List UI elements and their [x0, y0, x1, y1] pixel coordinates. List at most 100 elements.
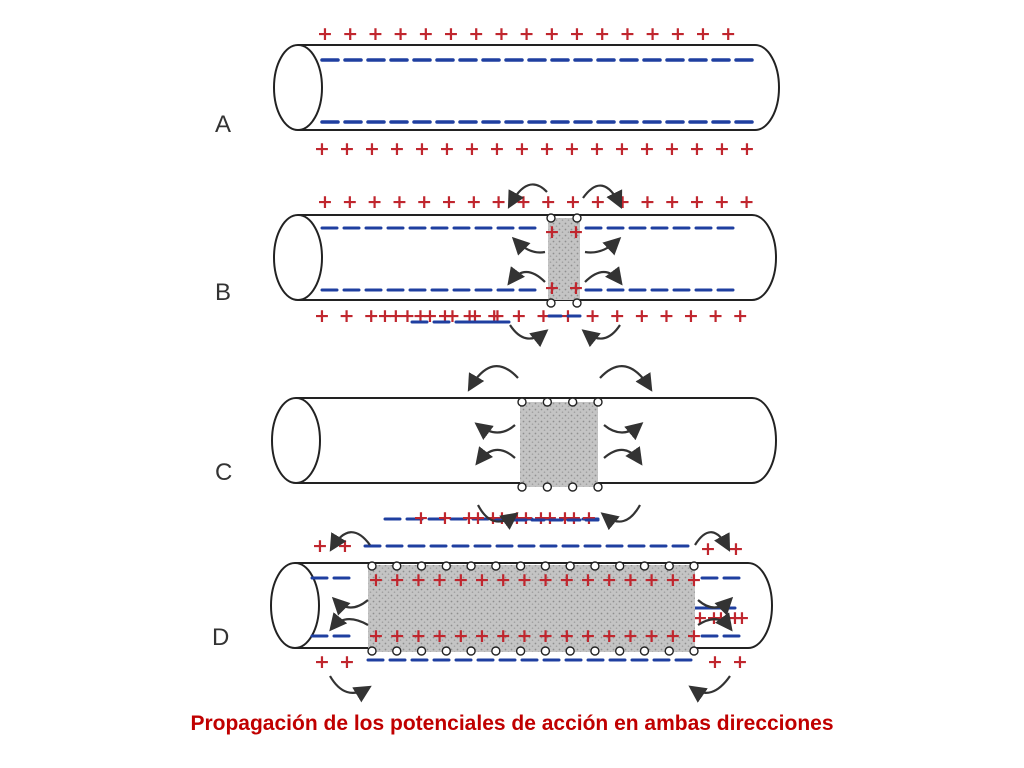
- axon-outline: [298, 214, 777, 301]
- positive-charge: +: [516, 569, 532, 591]
- positive-charge: +: [739, 138, 755, 160]
- positive-charge: +: [466, 191, 482, 213]
- positive-charge: +: [692, 607, 708, 629]
- axon-cross-section: [271, 397, 321, 484]
- positive-charge: +: [590, 191, 606, 213]
- positive-charge: +: [614, 138, 630, 160]
- positive-charge: +: [317, 23, 333, 45]
- positive-charge: +: [594, 23, 610, 45]
- positive-charge: +: [686, 625, 702, 647]
- current-arrow: [329, 612, 369, 632]
- depolarized-region: [368, 565, 695, 652]
- positive-charge: +: [689, 138, 705, 160]
- ion-channel-marker: [614, 646, 625, 656]
- ion-channel-marker: [664, 561, 674, 571]
- positive-charge: +: [732, 651, 748, 673]
- positive-charge: +: [441, 191, 457, 213]
- positive-charge: +: [689, 191, 705, 213]
- ion-channel-marker: [572, 213, 582, 223]
- positive-charge: +: [706, 607, 722, 629]
- positive-charge: +: [410, 625, 426, 647]
- positive-charge: +: [645, 23, 661, 45]
- ion-channel-marker: [542, 397, 553, 407]
- positive-charge: +: [363, 305, 379, 327]
- positive-charge: +: [686, 569, 702, 591]
- ion-channel-marker: [540, 561, 551, 571]
- current-arrow: [467, 365, 519, 392]
- current-arrow: [507, 183, 548, 209]
- ion-channel-marker: [572, 298, 582, 308]
- positive-charge: +: [432, 625, 448, 647]
- positive-charge: +: [439, 138, 455, 160]
- positive-charge: +: [707, 651, 723, 673]
- positive-charge: +: [389, 625, 405, 647]
- ion-channel-marker: [689, 646, 699, 656]
- axon-outline: [296, 397, 777, 484]
- current-arrow: [507, 266, 546, 286]
- positive-charge: +: [494, 507, 510, 529]
- positive-charge: +: [714, 191, 730, 213]
- positive-charge: +: [559, 569, 575, 591]
- positive-charge: +: [535, 305, 551, 327]
- positive-charge: +: [437, 507, 453, 529]
- positive-charge: +: [314, 138, 330, 160]
- panel-d-axon: ++++++++++++++++++++++++++++++++++++++++: [270, 531, 773, 703]
- current-arrow: [582, 184, 623, 209]
- positive-charge: +: [695, 23, 711, 45]
- current-arrow: [697, 612, 733, 632]
- ion-channel-marker: [567, 482, 578, 492]
- depolarized-region: [520, 402, 598, 487]
- positive-charge: +: [339, 138, 355, 160]
- positive-charge: +: [664, 191, 680, 213]
- positive-charge: +: [519, 23, 535, 45]
- positive-charge: +: [389, 138, 405, 160]
- positive-charge: +: [367, 23, 383, 45]
- positive-charge: +: [485, 507, 501, 529]
- positive-charge: +: [410, 569, 426, 591]
- positive-charge: +: [732, 305, 748, 327]
- ion-channel-marker: [614, 561, 625, 571]
- positive-charge: +: [489, 138, 505, 160]
- ion-channel-marker: [517, 482, 527, 492]
- current-arrow: [599, 365, 653, 392]
- ion-channel-marker: [546, 298, 556, 308]
- positive-charge: +: [416, 191, 432, 213]
- current-arrow: [603, 446, 643, 466]
- current-arrow: [477, 504, 519, 530]
- ion-channel-marker: [565, 646, 575, 656]
- positive-charge: +: [619, 23, 635, 45]
- positive-charge: +: [342, 23, 358, 45]
- positive-charge: +: [700, 538, 716, 560]
- positive-charge: +: [377, 305, 393, 327]
- positive-charge: +: [470, 507, 486, 529]
- ion-channel-marker: [664, 646, 674, 656]
- panel-a-axon: +++++++++++++++++++++++++++++++++++: [273, 23, 780, 160]
- positive-charge: +: [566, 507, 582, 529]
- positive-charge: +: [708, 305, 724, 327]
- positive-charge: +: [664, 138, 680, 160]
- positive-charge: +: [720, 23, 736, 45]
- current-arrow: [584, 266, 623, 286]
- positive-charge: +: [514, 138, 530, 160]
- positive-charge: +: [544, 221, 560, 243]
- positive-charge: +: [389, 569, 405, 591]
- positive-charge: +: [312, 535, 328, 557]
- positive-charge: +: [568, 221, 584, 243]
- positive-charge: +: [559, 625, 575, 647]
- ion-channel-marker: [515, 561, 526, 571]
- positive-charge: +: [615, 191, 631, 213]
- current-arrow: [697, 596, 734, 616]
- positive-charge: +: [400, 305, 416, 327]
- current-arrow: [688, 675, 731, 703]
- ion-channel-marker: [466, 646, 476, 656]
- positive-charge: +: [544, 277, 560, 299]
- positive-charge: +: [544, 23, 560, 45]
- positive-charge: +: [491, 191, 507, 213]
- positive-charge: +: [564, 138, 580, 160]
- positive-charge: +: [658, 305, 674, 327]
- ion-channel-marker: [416, 561, 427, 571]
- axon-cross-section: [273, 44, 323, 131]
- ion-channel-marker: [367, 646, 377, 656]
- positive-charge: +: [557, 507, 573, 529]
- panel-d-letter: D: [212, 624, 229, 651]
